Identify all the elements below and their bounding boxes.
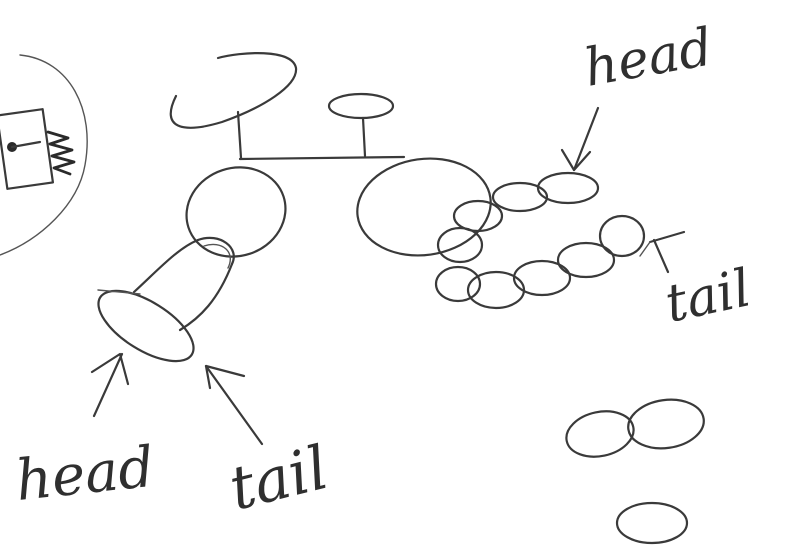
partial-circle-device: [0, 54, 88, 256]
label-head-top-right: head: [580, 17, 717, 98]
arrow-head-left: [90, 352, 130, 418]
arrow-head-right: [560, 106, 600, 172]
left-loop: [97, 166, 287, 363]
right-loop-chain: [356, 157, 646, 310]
label-head-bottom-left: head: [13, 435, 157, 514]
arrow-tail-left: [204, 364, 264, 446]
single-oval-bottom: [615, 501, 689, 545]
top-bar-structure: [169, 52, 406, 161]
label-tail-right: tail: [660, 258, 756, 334]
label-tail-bottom: tail: [223, 433, 335, 525]
arrow-tail-right: [639, 230, 686, 274]
linked-ovals-bottom: [565, 398, 705, 458]
